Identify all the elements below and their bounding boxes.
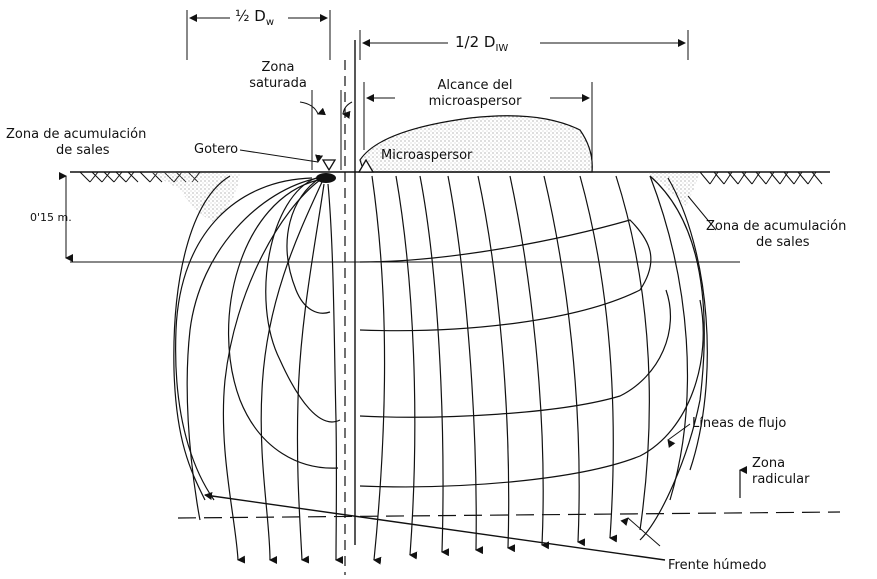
wet-bulb-dripper [316, 173, 336, 183]
soil-hatch-right [699, 171, 823, 185]
acumulacion-right-label: Zona de acumulación de sales [706, 219, 847, 250]
acumulacion-left-label: Zona de acumulación de sales [6, 127, 147, 158]
zona-radicular-label: Zona radicular [752, 456, 810, 487]
salt-zone-left [150, 172, 240, 222]
half-dw-right-label: 1/2 DIW [455, 33, 509, 54]
microsprinkler-symbol [357, 158, 375, 173]
half-dw-left-label: ½ Dw [235, 7, 275, 28]
alcance-label: Alcance del microaspersor [428, 78, 522, 109]
wet-front-line [204, 492, 666, 561]
flow-lines-dripper [175, 177, 344, 565]
gotero-label: Gotero [194, 142, 239, 157]
microaspersor-label: Microaspersor [381, 148, 473, 163]
dripper-symbol [321, 159, 337, 172]
frente-humedo-label: Frente húmedo [668, 558, 767, 573]
sprinkler-spray-area [359, 115, 593, 173]
wet-front-envelope-left [173, 175, 231, 501]
flow-lines-microsprinkler [359, 175, 708, 565]
depth-label: 0'15 m. [30, 211, 72, 224]
lineas-flujo-label: Líneas de flujo [692, 416, 787, 431]
root-zone-line [177, 511, 841, 519]
soil-hatch-left [79, 171, 201, 183]
zona-saturada-label: Zona saturada [249, 60, 307, 91]
